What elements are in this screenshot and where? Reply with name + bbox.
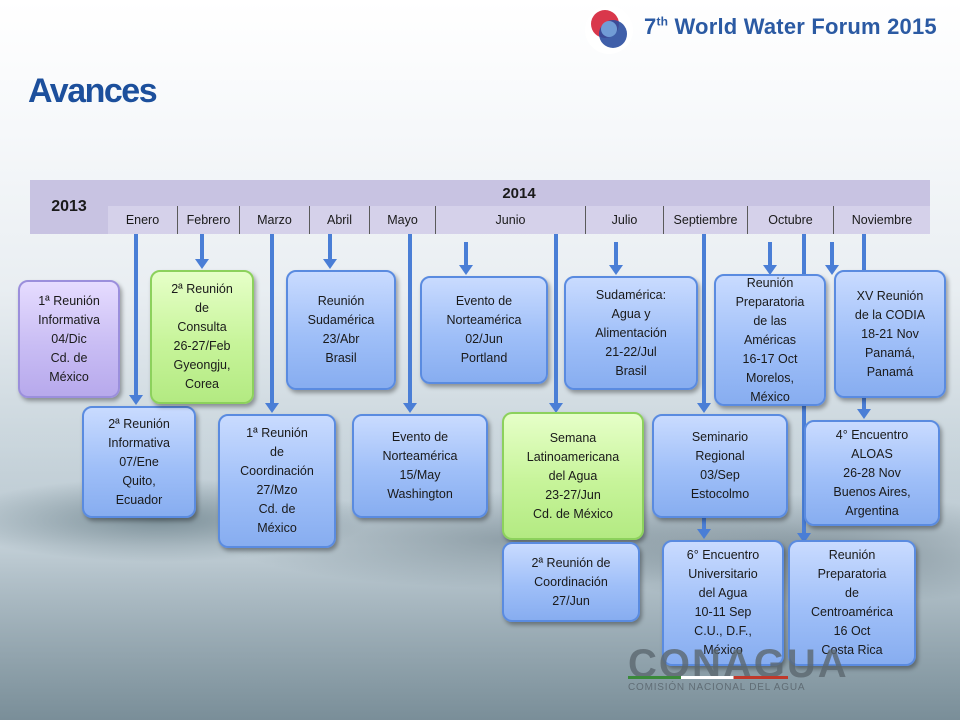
year-2014-header: 2014 (108, 180, 930, 206)
arrow-6-encuentro (697, 518, 711, 539)
world-water-forum-logo-icon (585, 6, 633, 54)
month-enero: Enero (108, 206, 178, 234)
event-norteamerica-washington: Evento de Norteamérica 15/May Washington (352, 414, 488, 518)
forum-title: 7th World Water Forum 2015 (644, 14, 937, 39)
event-sudamerica-agua-alimentacion: Sudamérica: Agua y Alimentación 21-22/Ju… (564, 276, 698, 390)
arrow-evento-norteamerica-may (403, 234, 417, 413)
year-2013-header: 2013 (30, 180, 108, 234)
month-noviembre: Noviembre (851, 213, 913, 227)
month-mayo: Mayo (370, 206, 436, 234)
month-marzo: Marzo (240, 206, 310, 234)
month-junio: Junio (436, 206, 586, 234)
conagua-logo: CONAGUA (628, 642, 849, 686)
month-octubre: Octubre (748, 206, 834, 234)
months-row: Enero Febrero Marzo Abril Mayo Junio Jul… (108, 206, 930, 234)
page-title: Avances (28, 72, 158, 110)
event-6-encuentro-universitario: 6° Encuentro Universitario del Agua 10-1… (662, 540, 784, 666)
conagua-subtitle: COMISIÓN NACIONAL DEL AGUA (628, 682, 806, 693)
arrow-1a-reunion-coordinacion (265, 234, 279, 413)
arrow-evento-norteamerica-jun (459, 242, 473, 275)
event-reunion-centroamerica: Reunión Preparatoria de Centroamérica 16… (788, 540, 916, 666)
event-reunion-preparatoria-americas: Reunión Preparatoria de las Américas 16-… (714, 274, 826, 406)
event-xv-codia: XV Reunión de la CODIA 18-21 Nov Panamá,… (834, 270, 946, 398)
arrow-2a-reunion-informativa (129, 234, 143, 405)
event-2a-reunion-coordinacion: 2ª Reunión de Coordinación 27/Jun (502, 542, 640, 622)
conagua-flag-stripe (628, 676, 788, 679)
event-1a-reunion-coordinacion: 1ª Reunión de Coordinación 27/Mzo Cd. de… (218, 414, 336, 548)
month-febrero: Febrero (178, 206, 240, 234)
event-2a-reunion-consulta: 2ª Reunión de Consulta 26-27/Feb Gyeongj… (150, 270, 254, 404)
event-seminario-regional: Seminario Regional 03/Sep Estocolmo (652, 414, 788, 518)
month-abril: Abril (310, 206, 370, 234)
event-2a-reunion-informativa: 2ª Reunión Informativa 07/Ene Quito, Ecu… (82, 406, 196, 518)
month-septiembre: Septiembre (664, 206, 748, 234)
event-semana-latinoamericana: Semana Latinoamericana del Agua 23-27/Ju… (502, 412, 644, 540)
arrow-semana-latinoamericana (549, 234, 563, 413)
arrow-reunion-preparatoria-americas (763, 242, 777, 275)
event-norteamerica-portland: Evento de Norteamérica 02/Jun Portland (420, 276, 548, 384)
month-julio: Julio (586, 206, 664, 234)
arrow-reunion-sudamerica (323, 234, 337, 269)
arrow-xv-codia (825, 242, 839, 275)
arrow-2a-reunion-consulta (195, 234, 209, 269)
arrow-seminario-regional (697, 234, 711, 413)
event-reunion-sudamerica: Reunión Sudamérica 23/Abr Brasil (286, 270, 396, 390)
arrow-sudamerica-agua (609, 242, 623, 275)
event-1a-reunion-informativa: 1ª Reunión Informativa 04/Dic Cd. de Méx… (18, 280, 120, 398)
event-4-encuentro-aloas: 4° Encuentro ALOAS 26-28 Nov Buenos Aire… (804, 420, 940, 526)
